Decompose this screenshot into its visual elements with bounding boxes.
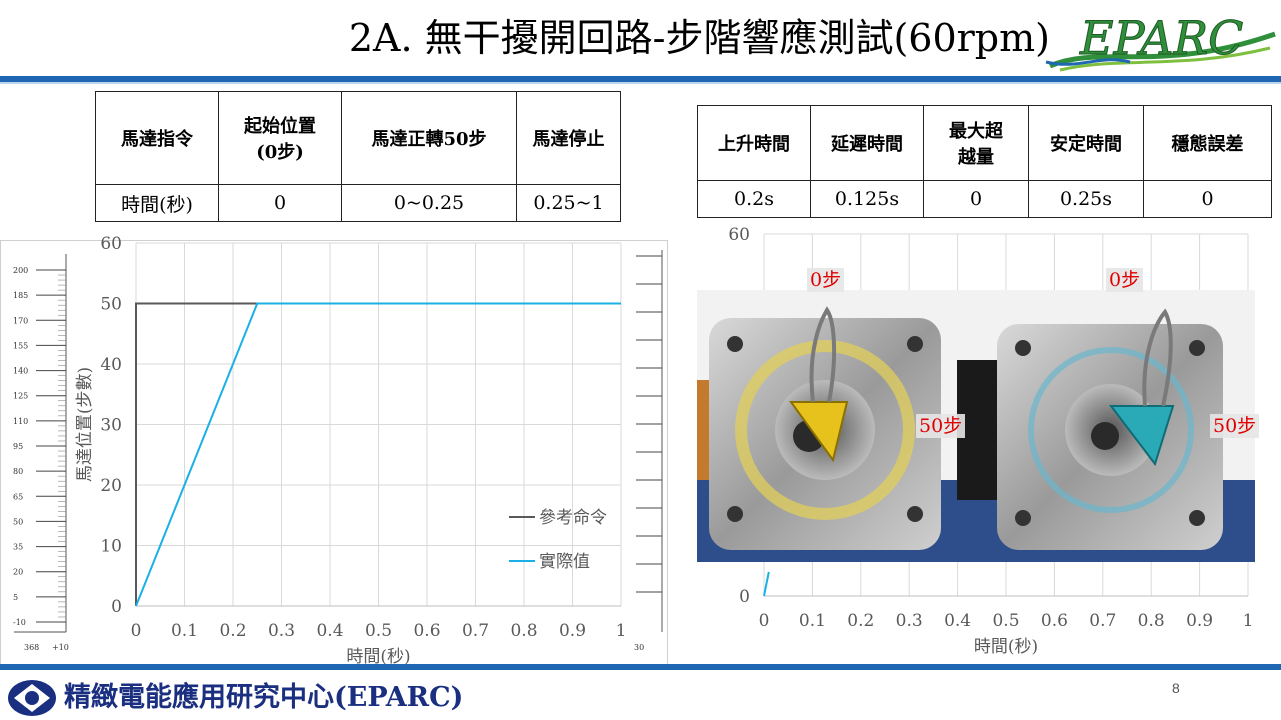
left-scale-label: 35 <box>13 543 23 552</box>
main-chart-x-tick-label: 0.3 <box>268 621 295 641</box>
resp-header-1: 延遲時間 <box>810 105 924 181</box>
cmd-cell-1: 0 <box>218 184 342 222</box>
resp-header-0: 上升時間 <box>697 105 811 181</box>
left-scale-label: 50 <box>13 517 23 526</box>
right-chart-x-tick-label: 0.2 <box>847 611 874 631</box>
main-chart-x-tick-label: 0.9 <box>559 621 586 641</box>
cmd-cell-0: 時間(秒) <box>95 184 219 222</box>
left-scale-label: 170 <box>13 316 28 325</box>
left-scale-label: 125 <box>13 392 28 401</box>
cmd-cell-3: 0.25~1 <box>516 184 621 222</box>
main-chart-legend-label-1: 實際值 <box>539 552 590 572</box>
main-chart-x-tick-label: 0.8 <box>510 621 537 641</box>
right-chart-x-tick-label: 0.4 <box>944 611 971 631</box>
response-table: 上升時間 延遲時間 最大超 越量 安定時間 穩態誤差 0.2s 0.125s 0… <box>697 105 1272 218</box>
left-scale-label: 65 <box>13 492 23 501</box>
left-scale-label: 80 <box>13 467 23 476</box>
resp-header-4: 穩態誤差 <box>1143 105 1272 181</box>
right-chart-y-tick-label: 60 <box>728 225 750 245</box>
left-scale-label: 110 <box>13 417 28 426</box>
main-chart-y-tick-label: 10 <box>100 537 122 557</box>
left-scale-label: 20 <box>13 568 23 577</box>
slide-title: 2A. 無干擾開回路-步階響應測試(60rpm) <box>348 16 1050 60</box>
motor-photo <box>697 290 1255 562</box>
main-chart-x-tick-label: 0.6 <box>413 621 440 641</box>
command-table: 馬達指令 起始位置 (0步) 馬達正轉50步 馬達停止 時間(秒) 0 0~0.… <box>95 91 621 222</box>
main-chart-x-tick-label: 0.4 <box>316 621 343 641</box>
left-scale-x-label: 30 <box>634 643 644 652</box>
main-chart-y-axis-label: 馬達位置(步數) <box>75 367 95 482</box>
right-chart-x-tick-label: 0.8 <box>1138 611 1165 631</box>
institute-emblem-icon <box>8 680 56 716</box>
main-chart-x-tick-label: 0.5 <box>365 621 392 641</box>
cmd-header-2: 馬達正轉50步 <box>341 91 517 185</box>
right-chart-x-tick-label: 0.7 <box>1089 611 1116 631</box>
right-chart-x-tick-label: 0.5 <box>992 611 1019 631</box>
resp-cell-0: 0.2s <box>697 180 811 218</box>
photo-label-right-top: 0步 <box>1106 268 1144 292</box>
resp-cell-4: 0 <box>1143 180 1272 218</box>
main-chart-x-tick-label: 1 <box>616 621 627 641</box>
photo-label-right-side: 50步 <box>1210 414 1260 438</box>
main-chart-y-tick-label: 0 <box>111 597 122 617</box>
page-number: 8 <box>1172 680 1180 696</box>
main-chart-x-axis-label: 時間(秒) <box>346 647 410 667</box>
left-scale-label: 140 <box>13 367 28 376</box>
left-scale-x-label: +10 <box>52 643 69 652</box>
logo-text: EPARC <box>1079 11 1243 65</box>
left-scale-label: 185 <box>13 291 28 300</box>
footer-institute-name: 精緻電能應用研究中心(EPARC) <box>64 682 464 713</box>
right-chart-series-line-0 <box>763 571 770 597</box>
main-chart-y-tick-label: 20 <box>100 476 122 496</box>
resp-cell-2: 0 <box>923 180 1029 218</box>
resp-cell-3: 0.25s <box>1028 180 1144 218</box>
main-chart-x-tick-label: 0.7 <box>462 621 489 641</box>
left-scale-label: 155 <box>13 341 28 350</box>
header-divider <box>0 76 1281 82</box>
left-scale-label: 5 <box>13 593 18 602</box>
main-chart-y-tick-label: 40 <box>100 355 122 375</box>
main-chart-y-tick-label: 30 <box>100 416 122 436</box>
resp-header-2: 最大超 越量 <box>923 105 1029 181</box>
header-divider-light <box>0 82 1281 84</box>
main-chart-x-tick-label: 0 <box>131 621 142 641</box>
photo-label-left-side: 50步 <box>916 414 966 438</box>
main-chart-x-tick-label: 0.1 <box>171 621 198 641</box>
right-chart-x-tick-label: 0.9 <box>1186 611 1213 631</box>
right-chart-x-tick-label: 1 <box>1243 611 1254 631</box>
eparc-logo: EPARC <box>1045 11 1276 72</box>
left-scale-label: 200 <box>13 266 28 275</box>
main-chart-y-tick-label: 50 <box>100 295 122 315</box>
right-chart-y-tick-label: 0 <box>739 587 750 607</box>
main-chart-y-tick-label: 60 <box>100 234 122 254</box>
footer-divider <box>0 664 1281 670</box>
resp-cell-1: 0.125s <box>810 180 924 218</box>
right-chart-x-axis-label: 時間(秒) <box>974 637 1038 657</box>
left-scale-label: 95 <box>13 442 23 451</box>
left-scale-label: -10 <box>13 618 26 627</box>
cmd-header-3: 馬達停止 <box>516 91 621 185</box>
right-chart-x-tick-label: 0.6 <box>1041 611 1068 631</box>
main-chart-x-tick-label: 0.2 <box>219 621 246 641</box>
main-chart-series-line-1 <box>135 302 621 607</box>
main-chart-legend-label-0: 參考命令 <box>539 508 607 528</box>
cmd-header-1: 起始位置 (0步) <box>218 91 342 185</box>
left-scale-x-label: 368 <box>24 643 39 652</box>
cmd-cell-2: 0~0.25 <box>341 184 517 222</box>
resp-header-3: 安定時間 <box>1028 105 1144 181</box>
right-chart-x-tick-label: 0.1 <box>799 611 826 631</box>
right-chart-x-tick-label: 0.3 <box>896 611 923 631</box>
right-chart-x-tick-label: 0 <box>759 611 770 631</box>
cmd-header-0: 馬達指令 <box>95 91 219 185</box>
left-scale: 2001851701551401251109580655035205-10368… <box>13 250 663 652</box>
photo-label-left-top: 0步 <box>807 268 845 292</box>
